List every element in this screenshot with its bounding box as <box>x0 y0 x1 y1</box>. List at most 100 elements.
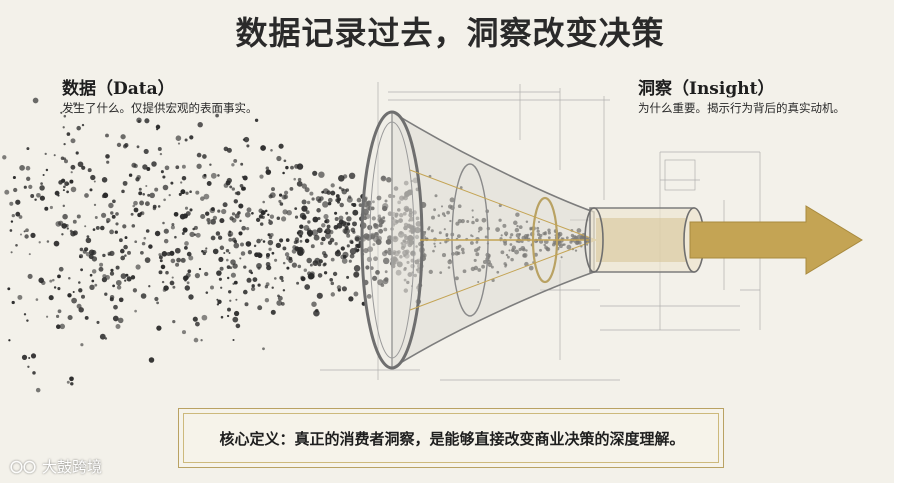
data-particle <box>161 280 165 284</box>
data-particle <box>9 229 13 232</box>
data-particle <box>63 185 66 189</box>
data-particle <box>304 284 311 290</box>
data-particle <box>228 230 232 234</box>
data-particle <box>231 163 235 167</box>
data-particle <box>346 196 353 203</box>
data-particle <box>339 202 344 208</box>
data-particle <box>510 233 514 237</box>
data-particle <box>505 253 509 257</box>
data-particle <box>205 211 210 216</box>
data-particle <box>172 285 176 289</box>
data-particle <box>136 117 142 123</box>
data-particle <box>79 255 82 259</box>
data-particle <box>536 229 540 233</box>
data-particle <box>523 234 529 239</box>
data-particle <box>156 301 159 305</box>
data-particle <box>329 277 334 282</box>
data-particle <box>543 243 546 247</box>
data-particle <box>471 235 474 238</box>
data-particle <box>471 220 475 225</box>
data-particle <box>58 180 63 185</box>
data-particle <box>175 262 180 267</box>
data-particle <box>470 266 476 272</box>
data-particle <box>228 290 232 294</box>
main-title: 数据记录过去，洞察改变决策 <box>235 14 665 52</box>
data-particle <box>218 277 222 281</box>
data-particle <box>155 124 161 130</box>
data-particle <box>93 203 97 207</box>
data-particle <box>251 284 255 288</box>
data-particle <box>573 235 578 240</box>
data-particle <box>323 271 328 275</box>
data-particle <box>154 187 159 192</box>
data-particle <box>478 246 481 249</box>
data-particle <box>70 171 73 174</box>
data-particle <box>325 232 331 239</box>
data-particle <box>217 174 220 177</box>
data-particle <box>342 228 348 234</box>
data-particle <box>116 142 122 148</box>
data-particle <box>185 211 191 216</box>
data-particle <box>566 244 572 250</box>
data-particle <box>301 277 305 281</box>
data-particle <box>304 238 310 244</box>
data-particle <box>551 242 556 247</box>
data-particle <box>243 136 250 143</box>
data-particle <box>63 142 66 146</box>
data-particle <box>335 251 339 254</box>
data-particle <box>124 236 128 240</box>
data-particle <box>151 161 157 167</box>
data-particle <box>461 250 465 255</box>
data-particle <box>491 278 495 283</box>
data-particle <box>257 283 261 287</box>
data-particle <box>297 264 302 269</box>
data-particle <box>228 251 231 255</box>
data-particle <box>87 168 92 173</box>
data-particle <box>240 251 246 256</box>
data-particle <box>61 223 68 229</box>
data-particle <box>130 212 134 216</box>
data-particle <box>99 333 106 340</box>
data-particle <box>27 365 30 368</box>
data-particle <box>313 234 320 241</box>
data-particle <box>271 286 274 289</box>
data-particle <box>25 228 29 233</box>
data-particle <box>403 180 409 186</box>
data-particle <box>397 250 401 254</box>
data-particle <box>495 227 500 232</box>
data-particle <box>352 221 357 227</box>
data-particle <box>443 228 446 231</box>
data-particle <box>32 371 36 375</box>
data-particle <box>330 190 336 196</box>
data-particle <box>520 240 524 243</box>
data-particle <box>440 205 444 208</box>
data-particle <box>542 231 546 236</box>
data-particle <box>311 197 315 201</box>
data-particle <box>321 190 325 194</box>
data-particle <box>121 189 125 194</box>
data-particle <box>66 227 69 230</box>
data-particle <box>321 236 326 242</box>
data-particle <box>299 239 303 243</box>
data-particle <box>19 233 23 236</box>
data-particle <box>159 259 163 263</box>
data-particle <box>311 229 319 236</box>
data-particle <box>184 206 189 210</box>
data-particle <box>177 142 181 145</box>
data-particle <box>384 199 388 203</box>
data-particle <box>134 309 137 313</box>
data-particle <box>268 247 272 251</box>
data-particle <box>101 194 106 199</box>
data-particle <box>509 236 512 239</box>
data-particle <box>19 165 25 171</box>
watermark-text: 大鼓跨境 <box>42 458 103 476</box>
data-particle <box>257 305 263 311</box>
data-particle <box>260 238 263 241</box>
data-particle <box>352 209 359 216</box>
data-particle <box>537 232 541 237</box>
data-particle <box>256 263 262 269</box>
data-particle <box>40 182 43 185</box>
data-particle <box>32 97 39 104</box>
data-particle <box>205 247 208 250</box>
data-particle <box>65 224 69 228</box>
